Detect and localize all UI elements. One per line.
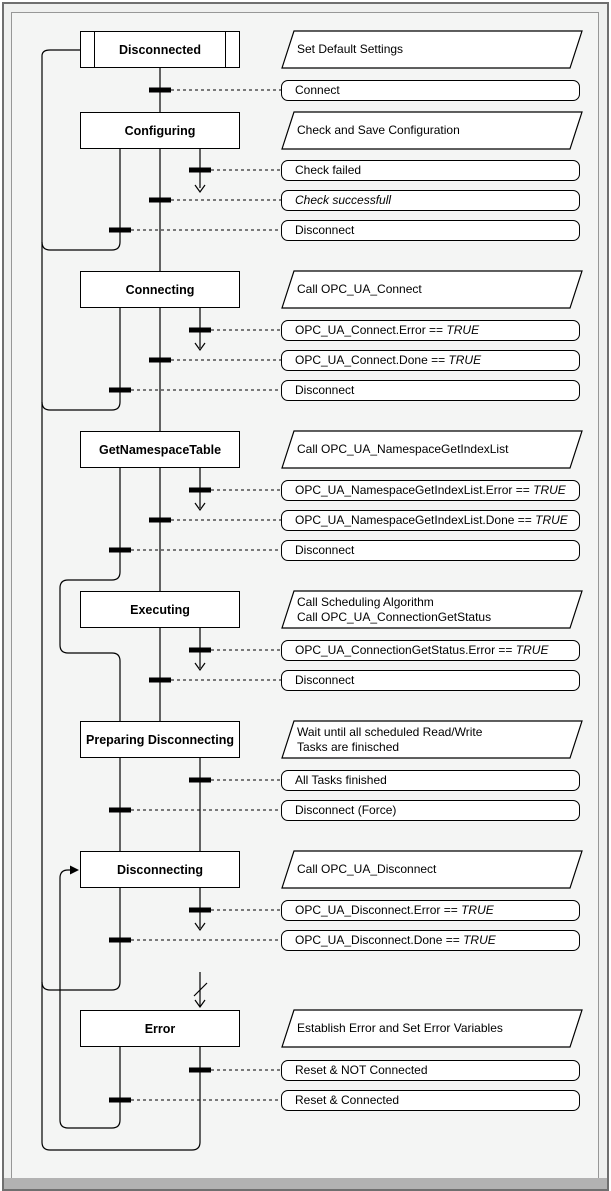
condition-reset-not-connected: Reset & NOT Connected bbox=[281, 1060, 580, 1081]
action-configuring: Check and Save Configuration bbox=[282, 112, 570, 149]
action-line: Tasks are finisched bbox=[297, 739, 400, 754]
horizontal-scrollbar[interactable] bbox=[4, 1178, 607, 1189]
condition-links bbox=[131, 89, 281, 1101]
condition-opc-ua-connect-done: OPC_UA_Connect.Done == TRUE bbox=[281, 350, 580, 371]
action-connecting: Call OPC_UA_Connect bbox=[282, 271, 570, 308]
arrowheads bbox=[194, 184, 206, 1009]
action-line: Wait until all scheduled Read/Write bbox=[297, 724, 483, 739]
loop-reset-connected-to-disconnecting bbox=[59, 869, 121, 1129]
loop-configuring-disconnect bbox=[41, 149, 121, 251]
arrowhead-namespace-error bbox=[194, 502, 206, 512]
action-line: Call OPC_UA_Disconnect bbox=[297, 862, 437, 876]
action-line: Check and Save Configuration bbox=[297, 123, 460, 137]
action-disconnecting: Call OPC_UA_Disconnect bbox=[282, 851, 570, 888]
action-shape-executing bbox=[281, 590, 583, 629]
action-getnamespacetable: Call OPC_UA_NamespaceGetIndexList bbox=[282, 431, 570, 468]
condition-connect: Connect bbox=[281, 80, 580, 101]
state-error: Error bbox=[80, 1010, 240, 1047]
condition-check-successfull: Check successfull bbox=[281, 190, 580, 211]
condition-reset-connected: Reset & Connected bbox=[281, 1090, 580, 1111]
action-shape-configuring bbox=[281, 111, 583, 150]
condition-namespace-done: OPC_UA_NamespaceGetIndexList.Done == TRU… bbox=[281, 510, 580, 531]
condition-disconnect-configuring: Disconnect bbox=[281, 220, 580, 241]
state-label: Disconnected bbox=[119, 42, 201, 57]
state-executing: Executing bbox=[80, 591, 240, 628]
action-line: Call Scheduling Algorithm bbox=[297, 594, 434, 609]
state-label: Error bbox=[144, 1021, 176, 1036]
condition-namespace-error: OPC_UA_NamespaceGetIndexList.Error == TR… bbox=[281, 480, 580, 501]
condition-disconnect-error: OPC_UA_Disconnect.Error == TRUE bbox=[281, 900, 580, 921]
arrowhead-error-entry bbox=[194, 999, 206, 1009]
condition-all-tasks-finished: All Tasks finished bbox=[281, 770, 580, 791]
state-connecting: Connecting bbox=[80, 271, 240, 308]
condition-check-failed: Check failed bbox=[281, 160, 580, 181]
state-label: Executing bbox=[130, 602, 190, 617]
condition-disconnect-getnamespacetable: Disconnect bbox=[281, 540, 580, 561]
initial-step-inner-line-left bbox=[94, 32, 95, 67]
condition-disconnect-executing: Disconnect bbox=[281, 670, 580, 691]
action-line: Call OPC_UA_ConnectionGetStatus bbox=[297, 609, 492, 624]
action-shapes bbox=[281, 30, 583, 1048]
arrowhead-getstatus-error bbox=[194, 662, 206, 672]
condition-disconnect-force: Disconnect (Force) bbox=[281, 800, 580, 821]
state-label: GetNamespaceTable bbox=[98, 442, 222, 457]
action-shape-disconnected bbox=[281, 30, 583, 69]
error-entry-break-slash bbox=[193, 982, 208, 997]
flow-namespace-disconnect-to-preparing bbox=[59, 468, 121, 721]
transition-bars bbox=[109, 87, 211, 1103]
initial-step-inner-line-right bbox=[225, 32, 226, 67]
action-shape-preparing-disconnecting bbox=[281, 720, 583, 759]
state-label: Connecting bbox=[125, 282, 195, 297]
state-disconnecting: Disconnecting bbox=[80, 851, 240, 888]
action-line: Establish Error and Set Error Variables bbox=[297, 1021, 503, 1035]
loop-connecting-disconnect bbox=[41, 308, 121, 411]
arrowhead-check-failed bbox=[194, 184, 206, 194]
action-shape-connecting bbox=[281, 270, 583, 309]
condition-disconnect-done: OPC_UA_Disconnect.Done == TRUE bbox=[281, 930, 580, 951]
condition-getstatus-error: OPC_UA_ConnectionGetStatus.Error == TRUE bbox=[281, 640, 580, 661]
action-disconnected: Set Default Settings bbox=[282, 31, 570, 68]
state-disconnected: Disconnected bbox=[80, 31, 240, 68]
action-line: Set Default Settings bbox=[297, 42, 404, 56]
state-preparing-disconnecting: Preparing Disconnecting bbox=[80, 721, 240, 758]
arrowhead-connect-error bbox=[194, 342, 206, 352]
action-shape-error bbox=[281, 1009, 583, 1048]
state-getnamespacetable: GetNamespaceTable bbox=[80, 431, 240, 468]
state-label: Preparing Disconnecting bbox=[86, 732, 234, 747]
action-error: Establish Error and Set Error Variables bbox=[282, 1010, 570, 1047]
action-shape-disconnecting bbox=[281, 850, 583, 889]
arrowhead-disconnecting-entry bbox=[70, 865, 79, 875]
condition-opc-ua-connect-error: OPC_UA_Connect.Error == TRUE bbox=[281, 320, 580, 341]
action-line: Call OPC_UA_Connect bbox=[297, 282, 422, 296]
action-shape-getnamespacetable bbox=[281, 430, 583, 469]
state-label: Configuring bbox=[124, 123, 196, 138]
loop-disconnect-done bbox=[41, 888, 121, 991]
state-label: Disconnecting bbox=[116, 862, 204, 877]
condition-disconnect-connecting: Disconnect bbox=[281, 380, 580, 401]
action-line: Call OPC_UA_NamespaceGetIndexList bbox=[297, 442, 509, 456]
arrowhead-disconnect-error bbox=[194, 922, 206, 932]
loop-reset-not-connected-to-disconnected bbox=[41, 49, 201, 1151]
state-configuring: Configuring bbox=[80, 112, 240, 149]
